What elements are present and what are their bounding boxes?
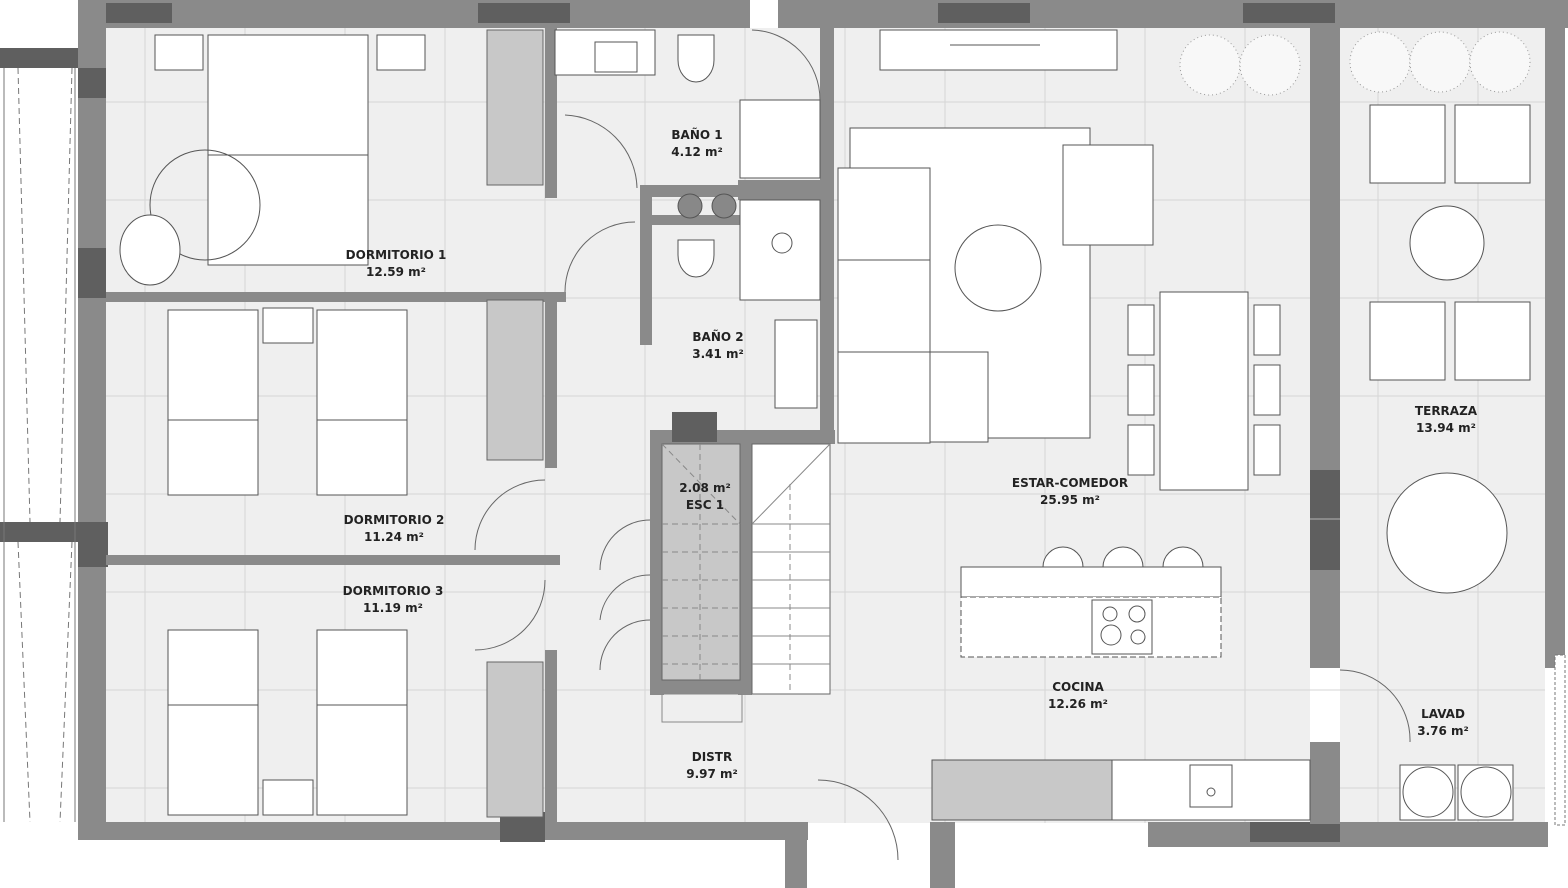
room-label-bano-2: BAÑO 2 3.41 m² xyxy=(692,329,744,363)
room-name: ESC 1 xyxy=(685,498,725,512)
exterior-walls xyxy=(78,0,1568,888)
room-name: DISTR xyxy=(691,750,733,764)
room-label-esc-1: 2.08 m² ESC 1 xyxy=(679,480,731,514)
room-label-distr: DISTR 9.97 m² xyxy=(686,749,738,783)
room-area: 11.19 m² xyxy=(363,601,423,615)
bed-double xyxy=(119,34,426,286)
room-area: 12.59 m² xyxy=(366,265,426,279)
room-area: 4.12 m² xyxy=(671,145,723,159)
room-area: 11.24 m² xyxy=(364,530,424,544)
room-label-lavad: LAVAD 3.76 m² xyxy=(1417,706,1469,740)
room-area: 2.08 m² xyxy=(679,481,731,495)
room-name: BAÑO 2 xyxy=(692,330,744,344)
room-name: COCINA xyxy=(1052,680,1104,694)
room-name: LAVAD xyxy=(1421,707,1465,721)
room-name: TERRAZA xyxy=(1414,404,1478,418)
wardrobes xyxy=(486,29,544,818)
room-name: BAÑO 1 xyxy=(671,128,723,142)
room-name: ESTAR-COMEDOR xyxy=(1011,476,1129,490)
room-area: 3.76 m² xyxy=(1417,724,1469,738)
room-label-dormitorio-2: DORMITORIO 2 11.24 m² xyxy=(344,512,445,546)
room-name: DORMITORIO 2 xyxy=(343,513,445,527)
twin-beds-d3 xyxy=(167,629,408,816)
room-label-dormitorio-1: DORMITORIO 1 12.59 m² xyxy=(346,247,447,281)
bathroom-fixtures xyxy=(554,29,821,409)
doors xyxy=(474,29,1411,861)
interior-walls xyxy=(106,28,835,822)
left-balcony xyxy=(0,48,78,823)
room-area: 3.41 m² xyxy=(692,347,744,361)
room-name: DORMITORIO 1 xyxy=(345,248,447,262)
room-area: 9.97 m² xyxy=(686,767,738,781)
staircase xyxy=(661,443,831,723)
room-label-bano-1: BAÑO 1 4.12 m² xyxy=(671,127,723,161)
living-furniture xyxy=(837,29,1281,491)
room-area: 25.95 m² xyxy=(1040,493,1100,507)
room-label-terraza: TERRAZA 13.94 m² xyxy=(1415,403,1477,437)
room-label-cocina: COCINA 12.26 m² xyxy=(1048,679,1108,713)
terrace-furniture xyxy=(1179,31,1531,821)
room-label-estar-comedor: ESTAR-COMEDOR 25.95 m² xyxy=(1012,475,1128,509)
kitchen-furniture xyxy=(931,546,1311,821)
room-area: 12.26 m² xyxy=(1048,697,1108,711)
room-name: DORMITORIO 3 xyxy=(342,584,444,598)
room-area: 13.94 m² xyxy=(1416,421,1476,435)
twin-beds-d2 xyxy=(167,307,408,496)
room-label-dormitorio-3: DORMITORIO 3 11.19 m² xyxy=(343,583,444,617)
